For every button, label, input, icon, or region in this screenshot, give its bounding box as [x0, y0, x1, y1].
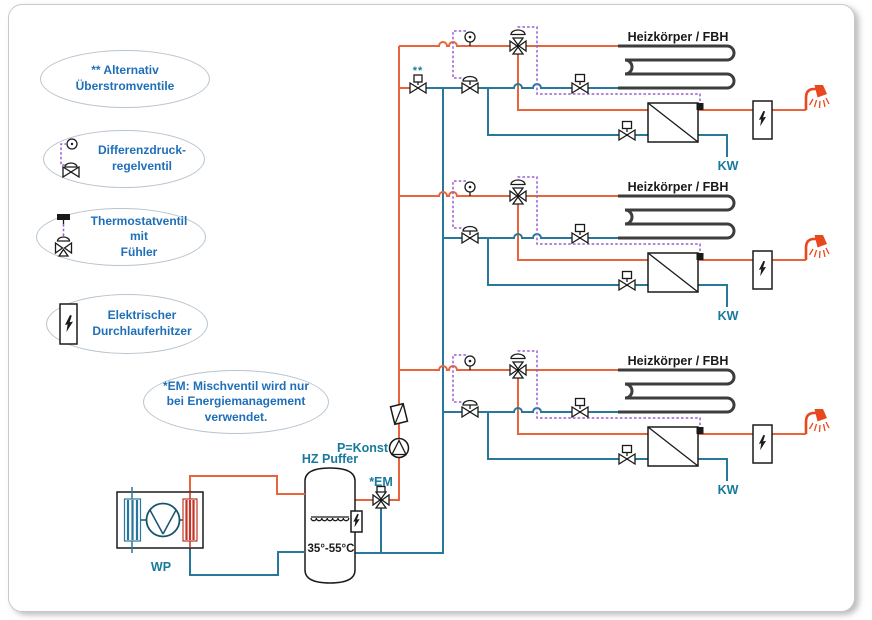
note-line3: verwendet. — [204, 409, 268, 424]
heat-pump — [116, 487, 204, 553]
legend-dpv-line1: Differenzdruck- — [97, 143, 186, 158]
wp-label: WP — [150, 560, 172, 574]
kw-label-floor3: KW — [717, 483, 739, 497]
legend-heater-line1: Elektrischer — [107, 308, 177, 323]
wp-flow-pipe — [189, 475, 305, 495]
em-mixing-valve-icon — [372, 485, 390, 509]
legend-thermostat-line1: Thermostatventil mit — [90, 213, 188, 244]
floor-unit-2 — [399, 177, 829, 307]
note-line1: *EM: Mischventil wird nur — [162, 378, 309, 393]
strainer-filter-icon — [389, 402, 409, 426]
overflow-marker-label: ** — [412, 65, 424, 77]
em-label: *EM — [369, 475, 393, 489]
legend-overflow-line2: Überstromventile — [75, 79, 175, 93]
radiator-label-floor1: Heizkörper / FBH — [627, 30, 729, 44]
condenser-coil-icon — [182, 492, 198, 548]
legend-heater-line2: Durchlauferhitzer — [92, 324, 192, 338]
legend-electric-heater: Elektrischer Durchlauferhitzer — [46, 294, 208, 354]
note-line2: bei Energiemanagement — [166, 394, 306, 409]
floor-unit-1 — [399, 27, 829, 157]
differential-pressure-valve-icon — [60, 138, 80, 179]
supply-riser — [355, 46, 400, 501]
return-riser — [355, 88, 444, 554]
note-em-mixing-valve: *EM: Mischventil wird nur bei Energieman… — [143, 370, 329, 434]
pump-label: P=Konst — [336, 441, 388, 455]
kw-label-floor2: KW — [717, 309, 739, 323]
legend-differential-pressure-valve: Differenzdruck- regelventil — [43, 130, 205, 188]
legend-overflow-line1: ** Alternativ — [91, 63, 159, 78]
kw-label-floor1: KW — [717, 159, 739, 173]
legend-overflow-valves: ** Alternativ Überstromventile — [40, 50, 210, 108]
floor-unit-3 — [399, 351, 829, 481]
buffer-temp-label: 35°-55°C — [307, 543, 355, 555]
tank-heater-icon — [350, 510, 363, 533]
compressor-icon — [141, 502, 183, 538]
buffer-tank — [304, 467, 363, 584]
electric-heater-icon — [59, 303, 78, 345]
radiator-label-floor3: Heizkörper / FBH — [627, 354, 729, 368]
buffer-label: HZ Puffer — [301, 452, 359, 466]
legend-dpv-line2: regelventil — [111, 159, 173, 173]
legend-thermostat-line2: Fühler — [120, 244, 158, 259]
evaporator-coil-icon — [123, 487, 142, 553]
thermostat-valve-icon — [54, 214, 73, 257]
circulation-pump-icon — [388, 437, 410, 459]
legend-thermostat-valve: Thermostatventil mit Fühler — [36, 208, 206, 266]
wp-return-pipe — [189, 542, 305, 576]
radiator-label-floor2: Heizkörper / FBH — [627, 180, 729, 194]
overflow-valve-assembly — [399, 74, 443, 95]
